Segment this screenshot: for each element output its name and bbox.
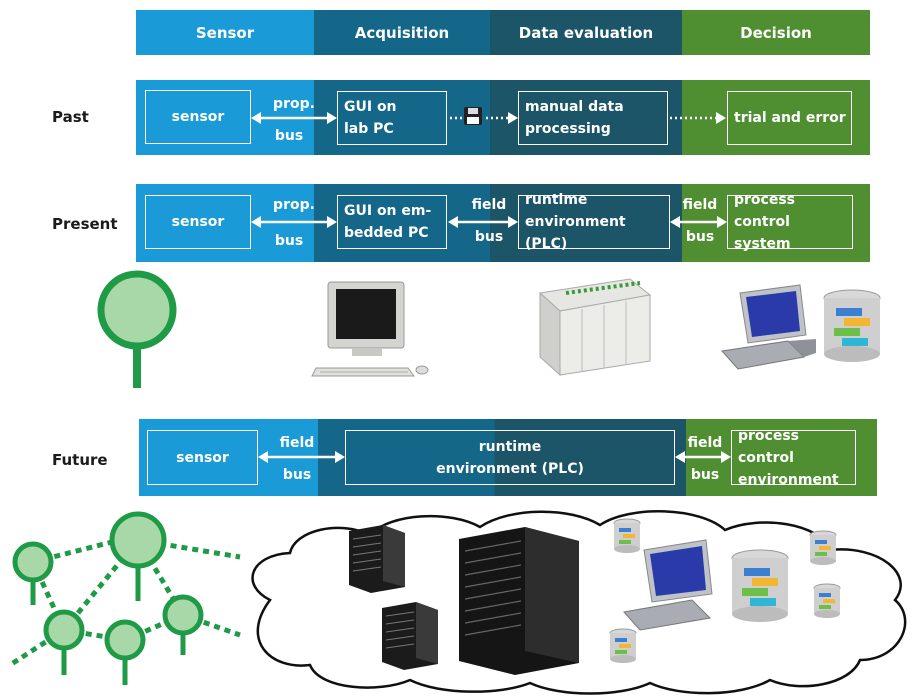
desktop-pc-icon [311, 281, 429, 377]
past-band-evaluation [490, 80, 682, 155]
row-label-future: Future [52, 451, 108, 469]
present-link2-bottom: bus [474, 229, 504, 245]
present-runtime-box: runtime environment (PLC) [518, 192, 670, 252]
present-link3-top: field [682, 197, 718, 213]
present-gui-box: GUI on em- bedded PC [337, 195, 447, 249]
present-link2-top: field [471, 197, 507, 213]
past-decision-box: trial and error [727, 91, 852, 145]
row-label-present: Present [52, 215, 118, 233]
future-arrow-1 [258, 451, 345, 463]
header-acquisition: Acquisition [314, 10, 490, 55]
future-arrow-2 [675, 451, 731, 463]
workstation-icon [623, 539, 713, 631]
present-link1-bottom: bus [274, 233, 304, 249]
plc-controller-icon [538, 278, 652, 377]
present-arrow-3 [670, 216, 727, 228]
present-decision-box: process control system [727, 192, 853, 252]
row-label-past: Past [52, 108, 89, 126]
single-sensor-icon [97, 270, 177, 388]
present-band-evaluation [490, 184, 682, 262]
floppy-disk-icon [464, 107, 482, 125]
future-link1-bottom: bus [282, 467, 312, 483]
future-decision-box: process control environment [731, 428, 856, 488]
server-rack-icon [349, 525, 405, 593]
present-arrow-2 [448, 216, 518, 228]
future-link2-bottom: bus [690, 467, 720, 483]
server-rack-icon [459, 527, 579, 675]
past-gui-box: GUI on lab PC [337, 91, 447, 145]
past-dotted-arrow-2 [670, 112, 726, 124]
future-link2-top: field [687, 435, 723, 451]
future-link1-top: field [279, 435, 315, 451]
past-link1-top: prop. [273, 96, 315, 112]
future-sensor-box: sensor [147, 430, 258, 485]
future-band-runtime [318, 419, 686, 496]
database-icon [731, 549, 789, 622]
database-icon [809, 530, 837, 565]
past-dotted-arrow-1 [450, 112, 518, 124]
present-sensor-box: sensor [145, 195, 251, 249]
present-link3-bottom: bus [685, 229, 715, 245]
database-icon [823, 289, 881, 362]
past-processing-box: manual data processing [518, 91, 668, 145]
header-data-evaluation: Data evaluation [490, 10, 682, 55]
workstation-icon [721, 284, 816, 370]
past-sensor-box: sensor [145, 90, 251, 144]
past-band-decision [682, 80, 870, 155]
header-sensor: Sensor [136, 10, 314, 55]
database-icon [609, 628, 637, 663]
server-rack-icon [382, 602, 438, 670]
sensor-network-icon [8, 511, 241, 685]
future-runtime-box: runtime environment (PLC) [345, 430, 675, 485]
present-arrow-1 [251, 216, 337, 228]
database-icon [813, 583, 841, 618]
header-decision: Decision [682, 10, 870, 55]
database-icon [613, 518, 641, 553]
past-arrow-sensor-gui [251, 112, 337, 124]
past-link1-bottom: bus [274, 128, 304, 144]
present-link1-top: prop. [273, 197, 315, 213]
